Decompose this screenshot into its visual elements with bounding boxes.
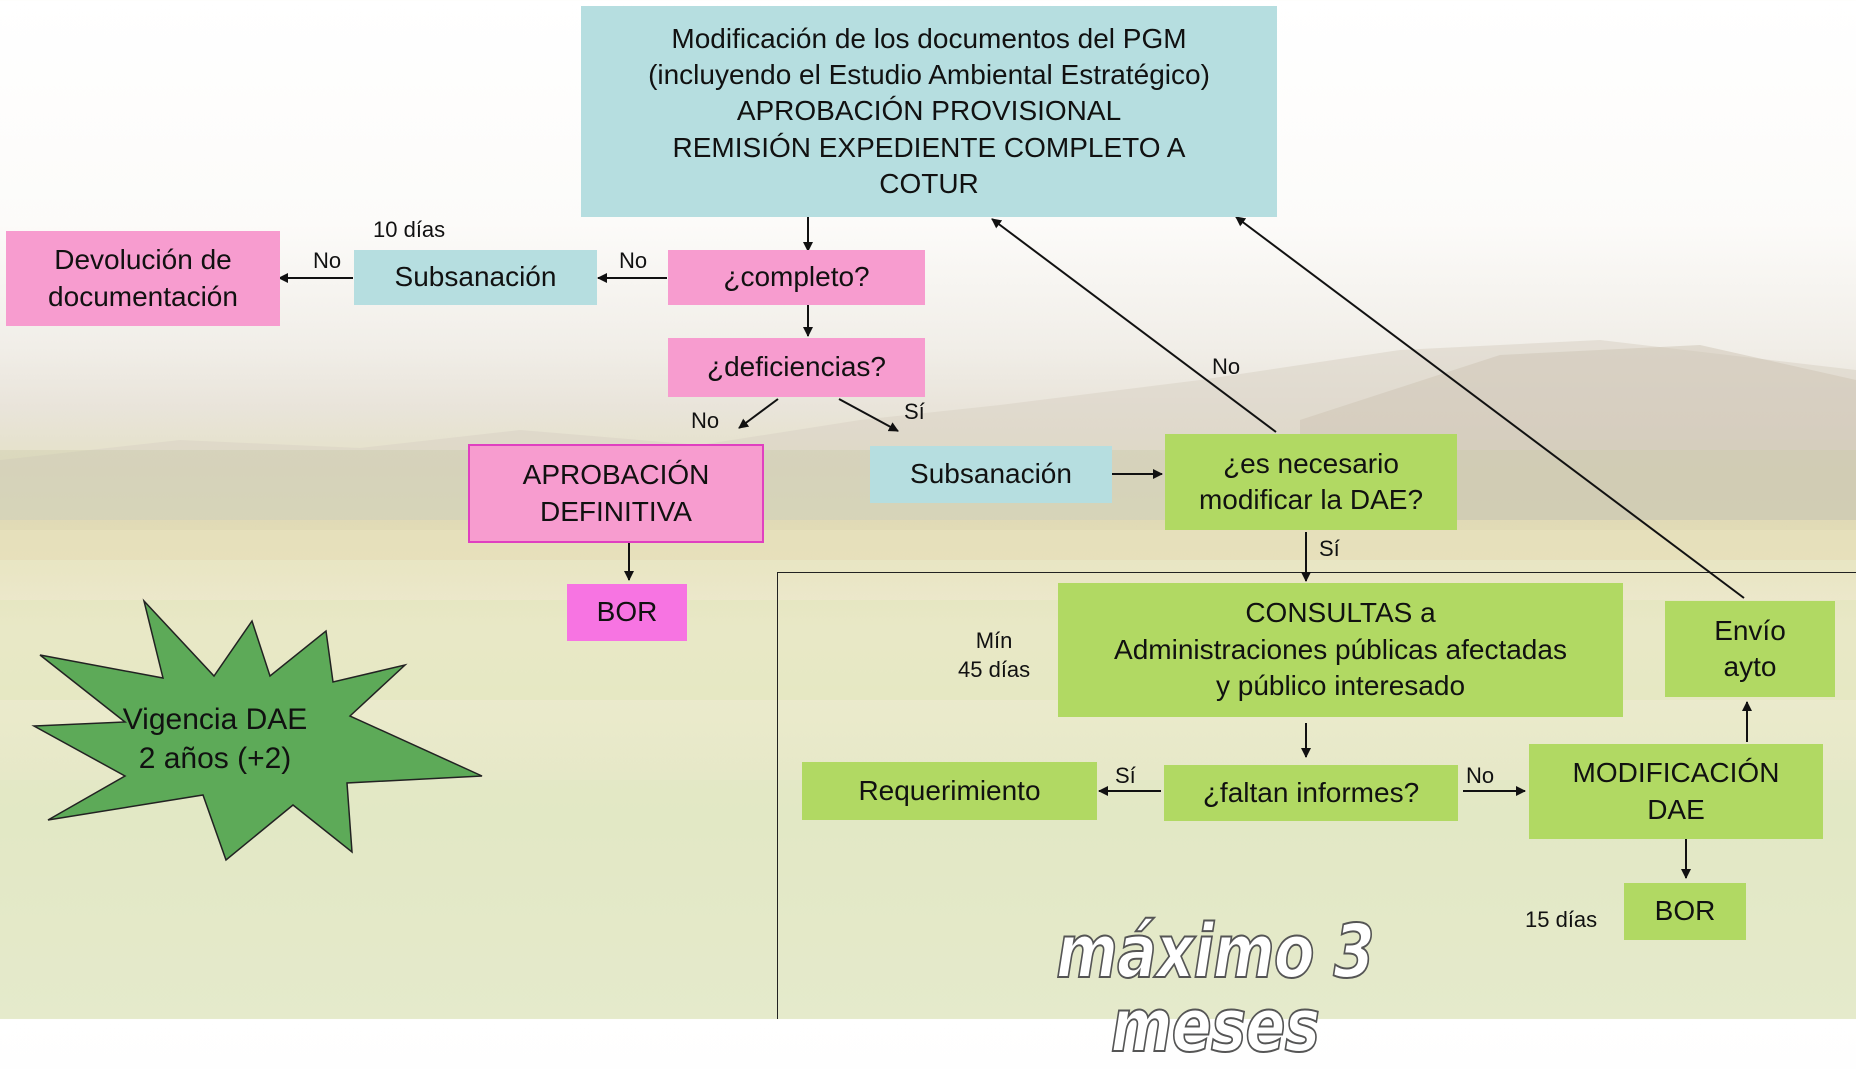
subsanacion-box-2: Subsanación xyxy=(870,446,1112,503)
consultas-box: CONSULTAS a Administraciones públicas af… xyxy=(1058,583,1623,717)
faltan-informes-decision: ¿faltan informes? xyxy=(1164,765,1458,821)
label-no-devolucion: No xyxy=(313,248,342,273)
label-no-completo: No xyxy=(619,248,648,273)
label-no-informes: No xyxy=(1466,763,1495,788)
modificar-dae-decision: ¿es necesario modificar la DAE? xyxy=(1165,434,1457,530)
label-si-deficiencias: Sí xyxy=(904,399,925,424)
label-min-45-dias: Mín 45 días xyxy=(958,628,1031,682)
devolucion-box: Devolución de documentación xyxy=(6,231,280,326)
deficiencias-decision: ¿deficiencias? xyxy=(668,338,925,397)
envio-ayto-box: Envío ayto xyxy=(1665,601,1835,697)
arrow-envio-pgm xyxy=(1235,216,1745,599)
aprobacion-definitiva-box: APROBACIÓN DEFINITIVA xyxy=(468,444,764,543)
label-no-deficiencias: No xyxy=(691,408,720,433)
section-frame xyxy=(777,572,1856,1019)
bor-box-1: BOR xyxy=(567,584,687,641)
pgm-modification-box: Modificación de los documentos del PGM (… xyxy=(581,6,1277,217)
arrow-deficiencias-no xyxy=(738,398,779,429)
vigencia-text: Vigencia DAE 2 años (+2) xyxy=(122,703,308,775)
label-no-dae: No xyxy=(1212,354,1241,379)
connector-layer xyxy=(278,216,1752,879)
plazo-maximo-text: máximo 3 meses xyxy=(1055,909,1375,1069)
arrow-modificar-pgm xyxy=(991,218,1277,433)
subsanacion-box-1: Subsanación xyxy=(354,250,597,305)
label-15-dias: 15 días xyxy=(1525,907,1598,932)
label-10-dias: 10 días xyxy=(373,217,446,242)
modificacion-dae-box: MODIFICACIÓN DAE xyxy=(1529,744,1823,839)
bor-box-2: BOR xyxy=(1624,883,1746,940)
requerimiento-box: Requerimiento xyxy=(802,762,1097,820)
completo-decision: ¿completo? xyxy=(668,250,925,305)
label-si-dae: Sí xyxy=(1319,536,1340,561)
label-si-informes: Sí xyxy=(1115,763,1136,788)
arrow-deficiencias-si xyxy=(838,398,899,432)
